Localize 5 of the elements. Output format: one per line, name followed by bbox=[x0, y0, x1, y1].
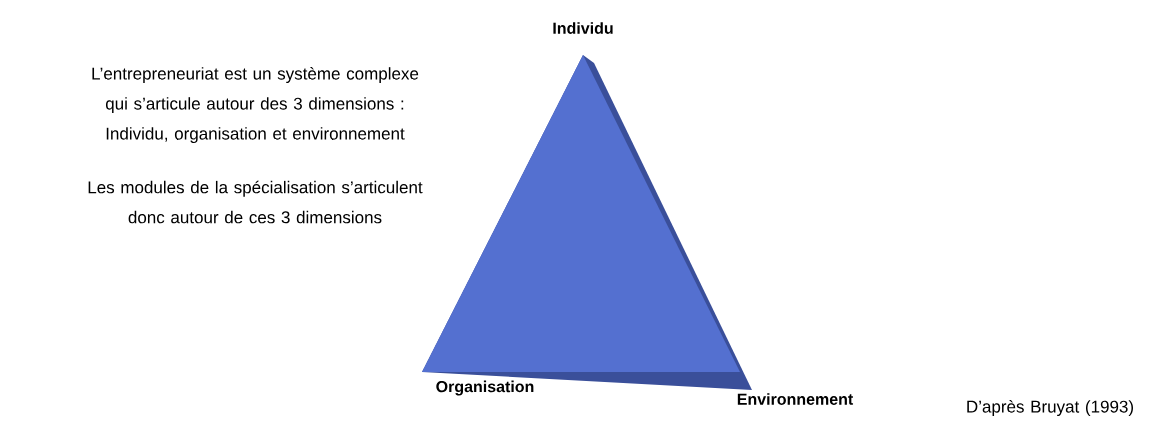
vertex-label: Individu bbox=[553, 22, 613, 34]
vertex-label: Environnement bbox=[737, 393, 854, 405]
paragraph-text: Les modules de la spécialisation s’articulent donc autour de ces 3 dimensions bbox=[88, 180, 423, 224]
citation: D’après Bruyat (1993) bbox=[967, 400, 1133, 417]
vertex-label: Organisation bbox=[436, 380, 534, 396]
